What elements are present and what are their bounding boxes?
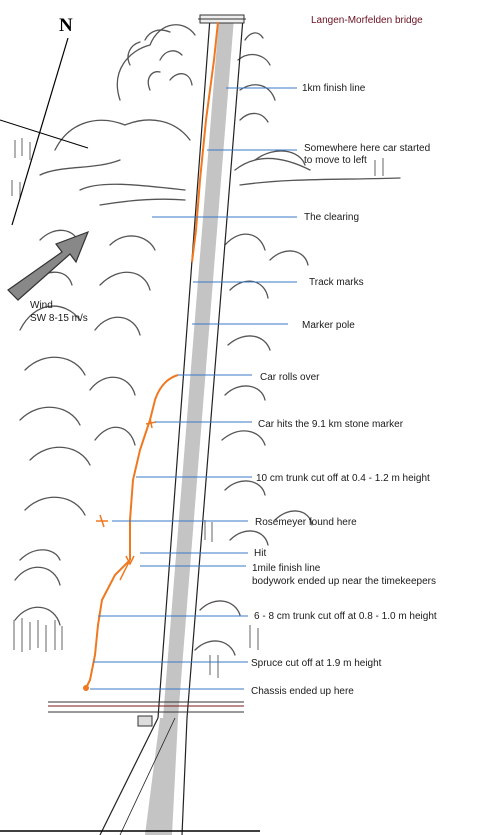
wind-label: Wind (30, 300, 53, 311)
tree-trunk-strokes (11, 138, 384, 678)
label-trunk-10cm: 10 cm trunk cut off at 0.4 - 1.2 m heigh… (256, 473, 430, 484)
label-car-drift-2: to move to left (304, 155, 367, 166)
north-label: N (59, 15, 73, 36)
label-track-marks: Track marks (309, 277, 364, 288)
label-rolls-over: Car rolls over (260, 372, 320, 383)
label-clearing: The clearing (304, 212, 360, 223)
hit-marker (125, 417, 157, 566)
chassis-marker (83, 685, 89, 691)
label-1mile-finish: 1mile finish line (252, 563, 321, 574)
label-hit: Hit (254, 548, 267, 559)
bottom-bridge (48, 701, 244, 727)
bridge-top (198, 14, 246, 24)
leader-lines (90, 87, 297, 690)
wind-arrow-icon (7, 230, 90, 301)
label-rosemeyer: Rosemeyer found here (255, 517, 357, 528)
road (99, 17, 244, 835)
label-1km-finish: 1km finish line (302, 83, 366, 94)
label-spruce: Spruce cut off at 1.9 m height (251, 658, 382, 669)
compass-crossbar (0, 119, 89, 149)
label-marker-pole: Marker pole (302, 320, 355, 331)
label-car-drift: Somewhere here car started (304, 143, 431, 154)
wind-detail: SW 8-15 m/s (30, 313, 88, 324)
car-track (84, 21, 219, 691)
compass-line (11, 37, 69, 226)
label-stone-marker: Car hits the 9.1 km stone marker (258, 419, 404, 430)
forest-vegetation (14, 24, 401, 656)
label-chassis: Chassis ended up here (251, 686, 354, 697)
label-trunk-6-8cm: 6 - 8 cm trunk cut off at 0.8 - 1.0 m he… (254, 611, 437, 622)
diagram-title: Langen-Morfelden bridge (311, 15, 423, 26)
label-bodywork: bodywork ended up near the timekeepers (252, 576, 437, 587)
